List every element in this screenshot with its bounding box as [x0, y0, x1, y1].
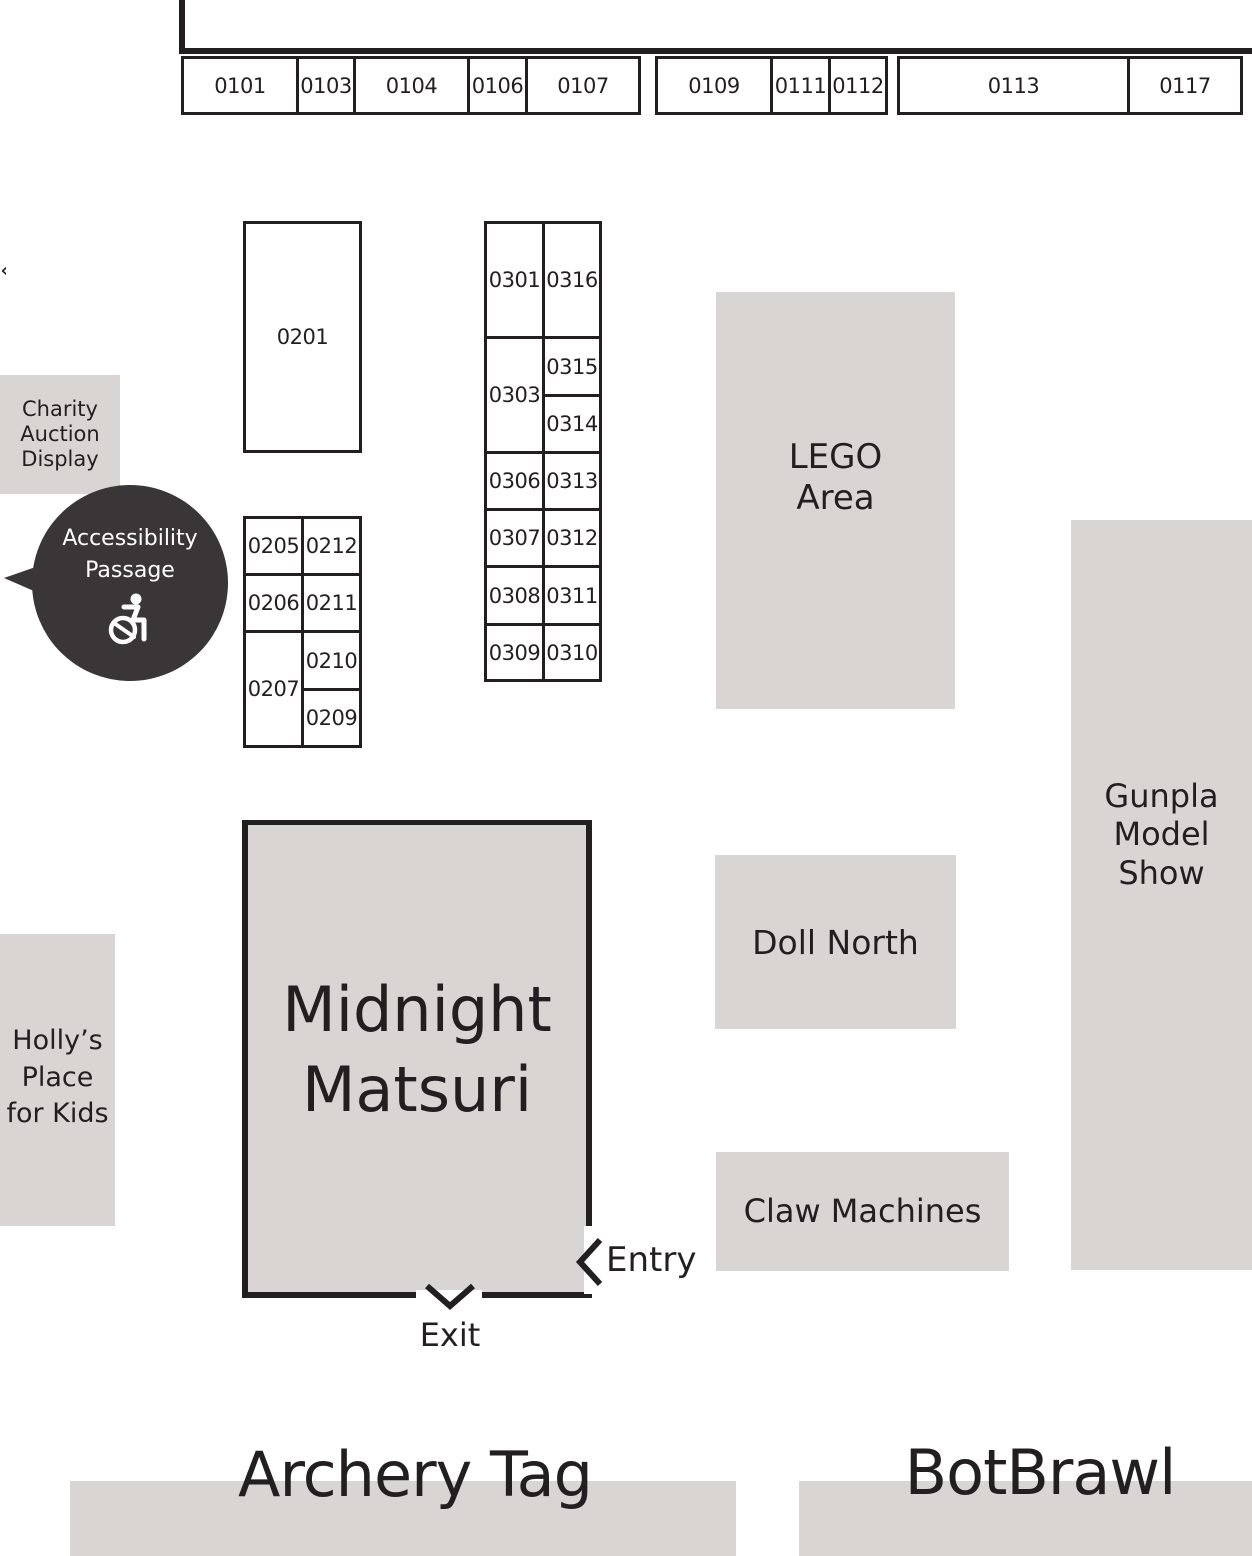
booth-0112[interactable]: 0112	[828, 56, 888, 115]
hollys-place-label: Holly’s Place for Kids	[6, 1025, 109, 1130]
botbrawl-area[interactable]	[799, 1481, 1252, 1556]
booth-0310[interactable]: 0310	[542, 623, 602, 682]
booth-0307[interactable]: 0307	[484, 508, 545, 568]
claw-machines-label: Claw Machines	[743, 1192, 982, 1231]
accessibility-passage-badge[interactable]: Accessibility Passage	[32, 485, 228, 681]
booth-0306[interactable]: 0306	[484, 451, 545, 511]
booth-0313[interactable]: 0313	[542, 451, 602, 511]
wheelchair-icon	[108, 593, 147, 645]
booth-0103[interactable]: 0103	[296, 56, 356, 115]
charity-auction-display-area[interactable]: Charity Auction Display	[0, 375, 120, 494]
booth-0111[interactable]: 0111	[770, 56, 831, 115]
charity-auction-display-label: Charity Auction Display	[20, 396, 100, 472]
booth-0309[interactable]: 0309	[484, 623, 545, 682]
booth-0210[interactable]: 0210	[301, 630, 362, 691]
exit-gap	[416, 1290, 482, 1298]
gunpla-model-show-label: Gunpla Model Show	[1104, 777, 1219, 892]
booth-0107[interactable]: 0107	[525, 56, 641, 115]
lego-area[interactable]: LEGO Area	[716, 292, 955, 709]
booth-0206[interactable]: 0206	[243, 573, 304, 633]
booth-0212[interactable]: 0212	[301, 516, 362, 576]
gunpla-model-show-area[interactable]: Gunpla Model Show	[1071, 520, 1252, 1270]
entry-gap	[584, 1226, 592, 1294]
booth-0308[interactable]: 0308	[484, 565, 545, 626]
booth-0312[interactable]: 0312	[542, 508, 602, 568]
booth-0109[interactable]: 0109	[655, 56, 773, 115]
botbrawl-label: BotBrawl	[904, 1436, 1177, 1509]
booth-0101[interactable]: 0101	[181, 56, 299, 115]
chevron-left-icon	[575, 1237, 603, 1287]
booth-0117[interactable]: 0117	[1127, 56, 1243, 115]
booth-0104[interactable]: 0104	[353, 56, 470, 115]
edge-mark: ‹	[0, 255, 6, 285]
booth-0303[interactable]: 0303	[484, 336, 545, 454]
archery-tag-label: Archery Tag	[238, 1438, 593, 1511]
midnight-matsuri-label: Midnight Matsuri	[282, 973, 552, 1126]
exit-label[interactable]: Exit	[419, 1316, 481, 1354]
archery-tag-area[interactable]	[70, 1481, 736, 1556]
chevron-down-icon	[425, 1283, 475, 1310]
doll-north-area[interactable]: Doll North	[715, 855, 956, 1029]
booth-0316[interactable]: 0316	[542, 221, 602, 339]
booth-0315[interactable]: 0315	[542, 336, 602, 397]
entry-label[interactable]: Entry	[606, 1240, 697, 1280]
booth-0311[interactable]: 0311	[542, 565, 602, 626]
booth-0209[interactable]: 0209	[301, 688, 362, 748]
hollys-place-area[interactable]: Holly’s Place for Kids	[0, 934, 115, 1226]
booth-0314[interactable]: 0314	[542, 394, 602, 454]
booth-0301[interactable]: 0301	[484, 221, 545, 339]
booth-0205[interactable]: 0205	[243, 516, 304, 576]
accessibility-passage-label: Accessibility Passage	[62, 526, 198, 583]
booth-0201[interactable]: 0201	[243, 221, 362, 453]
booth-0113[interactable]: 0113	[897, 56, 1130, 115]
booth-0106[interactable]: 0106	[467, 56, 528, 115]
booth-0211[interactable]: 0211	[301, 573, 362, 633]
midnight-matsuri-area[interactable]: Midnight Matsuri	[242, 820, 592, 1298]
hall-top-wall	[179, 0, 1252, 54]
lego-area-label: LEGO Area	[788, 437, 883, 518]
booth-0207[interactable]: 0207	[243, 630, 304, 748]
claw-machines-area[interactable]: Claw Machines	[716, 1152, 1009, 1271]
doll-north-label: Doll North	[752, 923, 919, 963]
